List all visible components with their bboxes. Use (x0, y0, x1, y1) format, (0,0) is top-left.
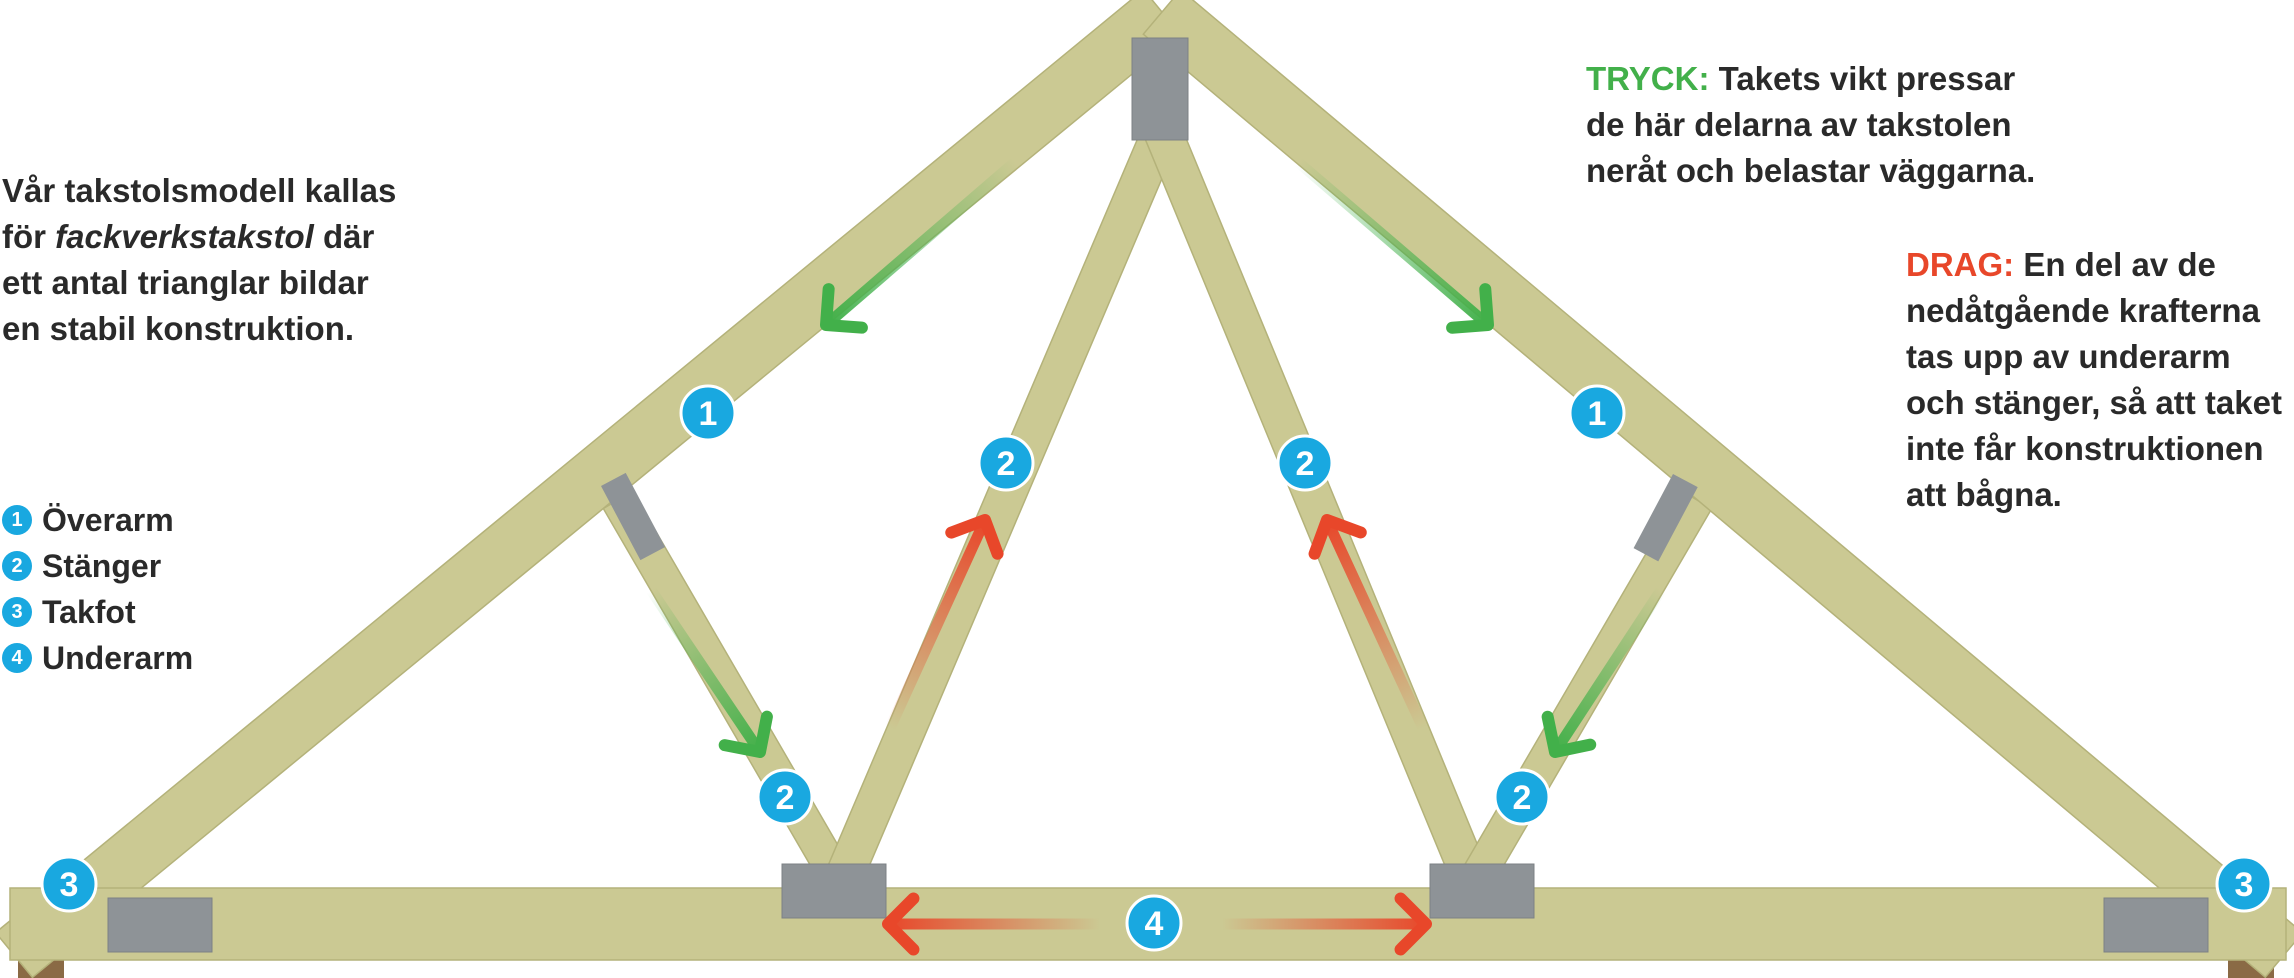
marker-number: 2 (1296, 445, 1315, 483)
arrow-shaft (1323, 521, 1428, 731)
legend-item-overarm: 1 Överarm (2, 497, 193, 543)
marker-circle (1493, 768, 1551, 826)
marker-number: 1 (1588, 395, 1607, 433)
arrow-head (1394, 892, 1432, 956)
drag-text: DRAG: En del av de nedåtgående krafterna… (1906, 242, 2294, 518)
arrow-shaft (825, 157, 1019, 327)
top-chord-right (1142, 0, 2294, 978)
legend-label-overarm: Överarm (42, 501, 174, 538)
tension-arrow-right-chord (1222, 892, 1432, 956)
drag-line-5: inte får konstruktionen (1906, 430, 2264, 467)
arrow-shaft (1552, 586, 1666, 752)
compression-arrow-right-chord (1294, 157, 1494, 334)
arrow-head (820, 283, 868, 334)
marker-underarm: 4 (1125, 894, 1183, 952)
legend-item-underarm: 4 Underarm (2, 635, 193, 681)
legend-number-badge: 1 (2, 505, 32, 535)
legend-label-stanger: Stänger (42, 547, 162, 584)
marker-circle (1276, 434, 1334, 492)
tryck-line-1: TRYCK: Takets vikt pressar (1586, 56, 2106, 102)
marker-number: 1 (699, 395, 718, 433)
drag-line-2: nedåtgående krafterna (1906, 292, 2260, 329)
marker-number: 2 (997, 445, 1016, 483)
plate-left-web-top (601, 472, 666, 561)
legend-number-badge: 3 (2, 597, 32, 627)
marker-circle (1125, 894, 1183, 952)
plate-bottom-left (781, 863, 887, 919)
tryck-line-3: neråt och belastar väggarna. (1586, 152, 2036, 189)
arrow-head (882, 892, 920, 956)
intro-line-2-suffix: där (313, 218, 375, 255)
marker-number: 4 (1145, 905, 1164, 943)
legend-item-stanger: 2 Stänger (2, 543, 193, 589)
drag-line-3: tas upp av underarm (1906, 338, 2231, 375)
arrow-head (1308, 514, 1367, 560)
drag-line-6: att bågna. (1906, 476, 2062, 513)
intro-line-2: för fackverkstakstol där (2, 214, 472, 260)
intro-line-3: ett antal trianglar bildar (2, 264, 369, 301)
marker-takfot-right: 3 (2215, 855, 2273, 913)
intro-line-2-prefix: för (2, 218, 56, 255)
top-chord-left (0, 0, 1182, 978)
marker-stanger-left-outer: 2 (756, 768, 814, 826)
marker-circle (756, 768, 814, 826)
arrow-head (718, 710, 773, 758)
tryck-keyword: TRYCK: (1586, 60, 1710, 97)
compression-arrow-left-web (646, 586, 773, 758)
plate-bottom-right (1429, 863, 1535, 919)
drag-line-1-text: En del av de (2014, 246, 2216, 283)
tryck-text: TRYCK: Takets vikt pressar de här delarn… (1586, 56, 2106, 194)
drag-line-1: DRAG: En del av de (1906, 242, 2294, 288)
arrow-head (1446, 283, 1494, 334)
marker-number: 2 (1513, 779, 1532, 817)
compression-arrow-right-web (1541, 586, 1666, 758)
arrow-head (945, 514, 1004, 560)
plate-ridge (1131, 37, 1189, 141)
legend-label-takfot: Takfot (42, 593, 136, 630)
intro-term: fackverkstakstol (55, 218, 314, 255)
marker-circle (1568, 384, 1626, 442)
marker-number: 3 (60, 866, 79, 904)
tension-arrow-right-web (1308, 514, 1428, 731)
plate-left-heel (107, 897, 213, 953)
marker-stanger-left-inner: 2 (977, 434, 1035, 492)
arrow-head (1541, 710, 1597, 758)
tension-arrow-left-chord (882, 892, 1100, 956)
marker-number: 2 (776, 779, 795, 817)
marker-stanger-right-outer: 2 (1493, 768, 1551, 826)
intro-line-4: en stabil konstruktion. (2, 310, 355, 347)
drag-line-4: och stänger, så att taket (1906, 384, 2282, 421)
intro-line-1: Vår takstolsmodell kallas (2, 172, 397, 209)
marker-overarm-left: 1 (679, 384, 737, 442)
arrow-shaft (646, 586, 763, 752)
marker-circle (40, 855, 98, 913)
tension-arrow-left-web (884, 514, 1004, 731)
marker-number: 3 (2235, 866, 2254, 904)
intro-text: Vår takstolsmodell kallas för fackverkst… (2, 168, 472, 352)
marker-overarm-right: 1 (1568, 384, 1626, 442)
marker-circle (2215, 855, 2273, 913)
legend-number-badge: 2 (2, 551, 32, 581)
legend-item-takfot: 3 Takfot (2, 589, 193, 635)
legend-number-badge: 4 (2, 643, 32, 673)
marker-circle (679, 384, 737, 442)
tryck-line-1-text: Takets vikt pressar (1709, 60, 2016, 97)
web-right-outer (1456, 490, 1713, 896)
legend-label-underarm: Underarm (42, 639, 194, 676)
legend: 1 Överarm 2 Stänger 3 Takfot 4 Underarm (2, 497, 193, 681)
arrow-shaft (884, 521, 989, 731)
compression-arrow-left-chord (820, 157, 1019, 334)
plate-right-web-top (1633, 474, 1698, 562)
marker-stanger-right-inner: 2 (1276, 434, 1334, 492)
marker-takfot-left: 3 (40, 855, 98, 913)
arrow-shaft (1294, 157, 1489, 327)
drag-keyword: DRAG: (1906, 246, 2015, 283)
marker-circle (977, 434, 1035, 492)
tryck-line-2: de här delarna av takstolen (1586, 106, 2012, 143)
plate-right-heel (2103, 897, 2209, 953)
